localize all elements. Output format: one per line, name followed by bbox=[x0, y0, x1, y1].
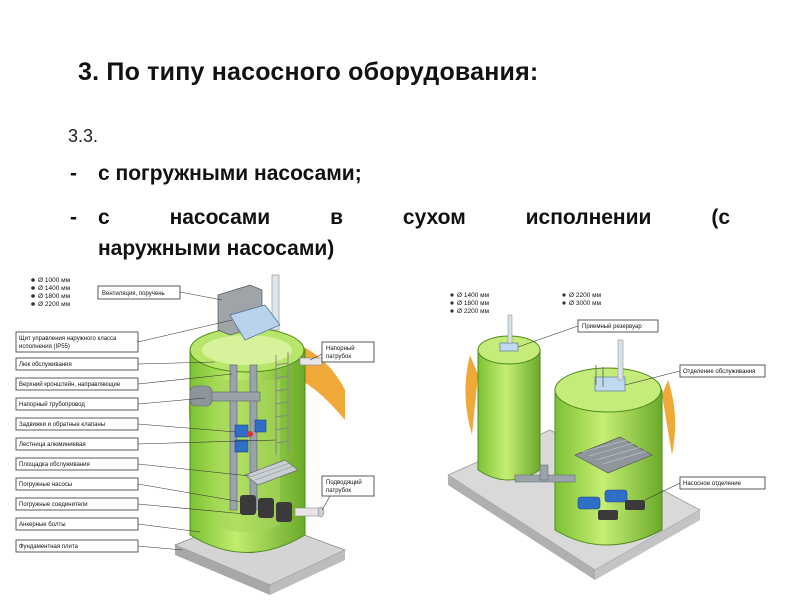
svg-text:Ø 2200 мм: Ø 2200 мм bbox=[457, 308, 490, 315]
svg-text:Ø 2200 мм: Ø 2200 мм bbox=[38, 301, 71, 308]
earth-left bbox=[465, 355, 478, 435]
svg-text:Фундаментная плита: Фундаментная плита bbox=[19, 544, 79, 550]
outlet-pipe bbox=[299, 357, 323, 366]
dry-pump-station-diagram: Ø 1400 мм Ø 1800 мм Ø 2200 мм Ø 2200 мм … bbox=[447, 292, 766, 580]
svg-text:Ø 1400 мм: Ø 1400 мм bbox=[38, 285, 71, 292]
svg-text:Площадка обслуживания: Площадка обслуживания bbox=[19, 462, 90, 468]
bullet-dry-line1: с насосами в сухом исполнении (с bbox=[98, 206, 730, 229]
section-number: 3.3. bbox=[68, 126, 99, 146]
ventilation-pipe bbox=[271, 274, 280, 331]
callout-inlet: Подводящий патрубок bbox=[321, 475, 375, 511]
svg-text:Ø 1800 мм: Ø 1800 мм bbox=[457, 300, 490, 307]
callout-receiving-tank: Приемный резервуар bbox=[517, 319, 659, 348]
callout-hatch: Люк обслуживания bbox=[15, 357, 216, 371]
svg-text:Подводящий: Подводящий bbox=[326, 479, 362, 486]
callout-platform: Площадка обслуживания bbox=[15, 457, 251, 477]
callout-foundation: Фундаментная плита bbox=[15, 539, 183, 553]
callout-pumps: Погружные насосы bbox=[15, 477, 243, 503]
diameter-legend-left: Ø 1400 мм Ø 1800 мм Ø 2200 мм bbox=[450, 292, 490, 315]
svg-text:патрубок: патрубок bbox=[326, 488, 351, 494]
callout-ventilation: Вентиляция, поручень bbox=[97, 285, 223, 301]
svg-text:Погружные насосы: Погружные насосы bbox=[19, 482, 72, 488]
inlet-pipe bbox=[294, 507, 322, 517]
svg-text:Щит управления наружного класс: Щит управления наружного класса bbox=[19, 336, 117, 342]
callout-pressure-outlet: Напорный патрубок bbox=[309, 341, 375, 363]
svg-text:патрубок: патрубок bbox=[326, 354, 351, 360]
bullet-dry-line2: наружными насосами) bbox=[98, 237, 335, 260]
svg-text:Ø 2200 мм: Ø 2200 мм bbox=[569, 292, 602, 299]
bullet-dash: - bbox=[70, 206, 77, 229]
svg-text:Напорный: Напорный bbox=[326, 345, 355, 352]
receiving-tank bbox=[477, 349, 541, 481]
ladder bbox=[275, 352, 289, 455]
callout-valves: Задвижки и обратные клапаны bbox=[15, 417, 237, 433]
svg-text:Лестница алюминиевая: Лестница алюминиевая bbox=[19, 442, 86, 448]
callout-ladder: Лестница алюминиевая bbox=[15, 437, 277, 451]
valves bbox=[234, 419, 267, 453]
svg-text:Люк обслуживания: Люк обслуживания bbox=[19, 362, 72, 368]
callout-couplings: Погружные соединители bbox=[15, 497, 246, 515]
svg-text:Погружные соединители: Погружные соединители bbox=[19, 502, 88, 508]
submersible-pumps bbox=[240, 495, 292, 522]
svg-text:исполнения (IP55): исполнения (IP55) bbox=[19, 344, 70, 350]
diameter-legend-right: Ø 2200 мм Ø 3000 мм bbox=[562, 292, 602, 307]
svg-text:Насосное отделение: Насосное отделение bbox=[683, 481, 742, 487]
svg-text:Задвижки и обратные клапаны: Задвижки и обратные клапаны bbox=[19, 422, 105, 428]
earth-right bbox=[662, 380, 676, 455]
svg-text:Приемный резервуар: Приемный резервуар bbox=[582, 323, 642, 330]
svg-text:Отделение обслуживания: Отделение обслуживания bbox=[683, 369, 755, 375]
svg-text:Ø 3000 мм: Ø 3000 мм bbox=[569, 300, 602, 307]
callout-control-panel: Щит управления наружного класса исполнен… bbox=[15, 319, 233, 353]
callout-pressure-pipe: Напорный трубопровод bbox=[15, 397, 206, 411]
svg-text:Ø 1400 мм: Ø 1400 мм bbox=[457, 292, 490, 299]
callout-anchor-bolts: Анкерные болты bbox=[15, 517, 201, 533]
slide-title: 3. По типу насосного оборудования: bbox=[78, 58, 539, 86]
bullet-submersible: с погружными насосами; bbox=[98, 162, 362, 185]
callout-upper-bracket: Верхний кронштейн, направляющие bbox=[15, 373, 233, 391]
bullet-dash: - bbox=[70, 162, 77, 185]
callout-service-compartment: Отделение обслуживания bbox=[624, 364, 766, 386]
diameter-legend: Ø 1000 мм Ø 1400 мм Ø 1800 мм Ø 2200 мм bbox=[31, 277, 71, 308]
dry-pumps bbox=[577, 489, 645, 520]
callout-pump-compartment: Насосное отделение bbox=[644, 476, 766, 501]
svg-text:Напорный трубопровод: Напорный трубопровод bbox=[19, 401, 85, 408]
svg-text:Вентиляция, поручень: Вентиляция, поручень bbox=[102, 291, 165, 297]
svg-text:Анкерные болты: Анкерные болты bbox=[19, 522, 66, 528]
submersible-station-diagram: Ø 1000 мм Ø 1400 мм Ø 1800 мм Ø 2200 мм bbox=[15, 274, 375, 595]
svg-text:Ø 1000 мм: Ø 1000 мм bbox=[38, 277, 71, 284]
svg-text:Верхний кронштейн, направляющи: Верхний кронштейн, направляющие bbox=[19, 381, 121, 388]
pressure-pipes bbox=[189, 364, 261, 511]
svg-text:Ø 1800 мм: Ø 1800 мм bbox=[38, 293, 71, 300]
